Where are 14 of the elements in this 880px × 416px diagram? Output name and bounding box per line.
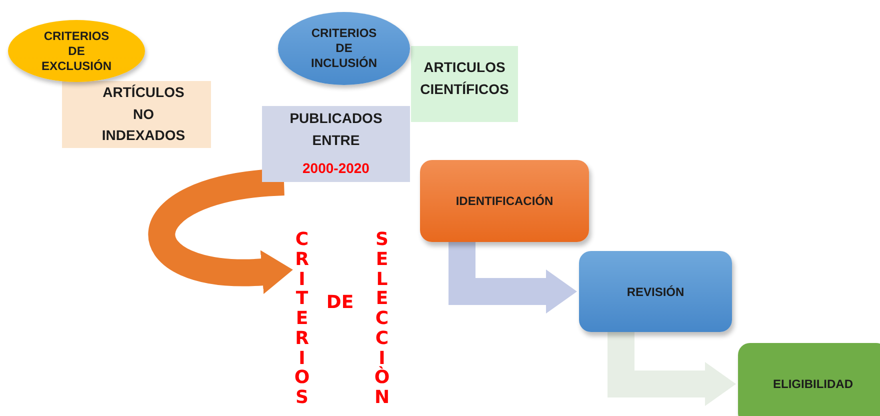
block-arrow (448, 242, 577, 314)
process-box: REVISIÓN (579, 251, 732, 332)
block-arrow (608, 332, 736, 406)
inclusion-box: ARTICULOS CIENTÍFICOS (411, 46, 518, 122)
exclusion-box: ARTÍCULOS NO INDEXADOS (62, 81, 211, 148)
title-text: DE (320, 290, 360, 314)
block-arrow (148, 168, 293, 294)
date-range-box: PUBLICADOS ENTRE 2000-2020 (262, 106, 410, 182)
exclusion-ellipse: CRITERIOS DE EXCLUSIÓN (8, 20, 145, 82)
process-box: ELIGIBILIDAD (738, 343, 880, 416)
vertical-title-text: CRITERIOS (291, 222, 313, 416)
process-box: IDENTIFICACIÓN (420, 160, 589, 242)
vertical-title-text: SELECCIÒN (371, 222, 393, 416)
inclusion-ellipse: CRITERIOS DE INCLUSIÓN (278, 12, 410, 85)
